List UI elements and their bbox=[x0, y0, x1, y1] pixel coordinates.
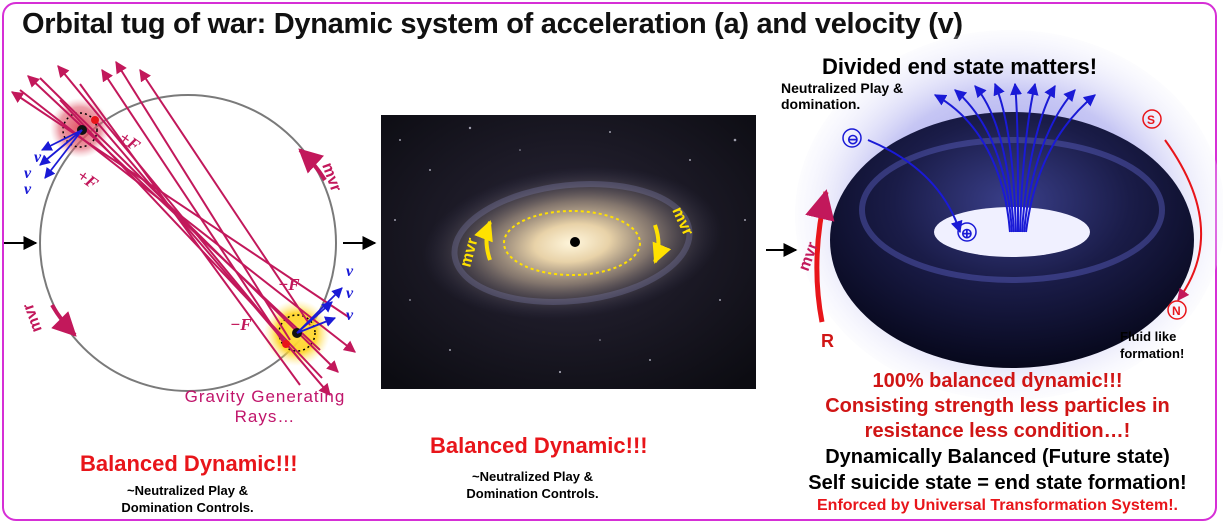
pole-n-marker bbox=[1167, 300, 1187, 320]
torus-diagram bbox=[795, 30, 1223, 400]
left-balanced-heading: Balanced Dynamic!!! bbox=[80, 451, 298, 476]
velocity-label-5: v bbox=[346, 285, 354, 302]
mvr-arrow-torus bbox=[805, 189, 835, 323]
velocity-label-2: v bbox=[24, 165, 32, 182]
pole-s-label: S bbox=[1147, 113, 1155, 127]
mvr-arrow-bottom bbox=[50, 303, 77, 337]
velocity-label-1: v bbox=[34, 149, 42, 166]
mid-balanced-heading: Balanced Dynamic!!! bbox=[430, 433, 648, 458]
plus-label: ⊕ bbox=[961, 225, 973, 241]
minus-label: ⊖ bbox=[847, 131, 859, 147]
velocity-label-3: v bbox=[24, 181, 32, 198]
right-line-3: resistance less condition…! bbox=[864, 420, 1131, 442]
orbit-diagram bbox=[11, 60, 356, 396]
velocity-arrows bbox=[39, 129, 343, 334]
body-dot-bottom-red bbox=[282, 340, 290, 348]
force-label-bottom-1: −F bbox=[278, 275, 300, 294]
galaxy-image bbox=[381, 115, 756, 389]
radius-label: R bbox=[821, 331, 834, 351]
body-dot-top-red bbox=[91, 116, 99, 124]
left-note: ~Neutralized Play & Domination Controls. bbox=[121, 483, 254, 515]
minus-plus-arrow bbox=[867, 139, 963, 234]
right-line-4: Dynamically Balanced (Future state) bbox=[825, 446, 1170, 468]
mvr-arrow-top bbox=[298, 148, 327, 182]
velocity-label-6: v bbox=[346, 307, 354, 324]
page-title: Orbital tug of war: Dynamic system of ac… bbox=[22, 8, 963, 40]
flux-lines bbox=[933, 82, 1096, 233]
fluid-note: Fluid like formation! bbox=[1120, 329, 1185, 361]
plus-marker bbox=[957, 222, 977, 242]
right-line-5: Self suicide state = end state formation… bbox=[808, 472, 1187, 494]
galaxy-center-dot bbox=[570, 237, 580, 247]
orbit-circle bbox=[39, 94, 337, 392]
mvr-arrow-galaxy-left bbox=[474, 220, 493, 261]
pole-arc bbox=[1164, 139, 1203, 301]
mvr-label-left-bottom: mvr bbox=[20, 301, 46, 334]
right-line-2: Consisting strength less particles in bbox=[825, 395, 1170, 417]
force-label-top-2: +F bbox=[74, 166, 103, 194]
mid-note: ~Neutralized Play & Domination Controls. bbox=[466, 469, 599, 501]
force-label-bottom-2: −F bbox=[230, 315, 252, 334]
pole-n-label: N bbox=[1172, 304, 1181, 318]
right-np-note: Neutralized Play & domination. bbox=[781, 80, 904, 112]
minus-marker bbox=[842, 128, 862, 148]
mvr-arrow-galaxy-right bbox=[652, 224, 672, 264]
right-line-1: 100% balanced dynamic!!! bbox=[872, 370, 1123, 392]
rays-caption: Gravity Generating Rays… bbox=[184, 387, 346, 426]
right-line-6: Enforced by Universal Transformation Sys… bbox=[817, 497, 1178, 514]
velocity-label-4: v bbox=[346, 263, 354, 280]
red-inner-orbit bbox=[62, 112, 98, 148]
right-heading: Divided end state matters! bbox=[822, 54, 1098, 79]
force-label-top-1: +F bbox=[116, 128, 145, 156]
pole-s-marker bbox=[1142, 109, 1162, 129]
